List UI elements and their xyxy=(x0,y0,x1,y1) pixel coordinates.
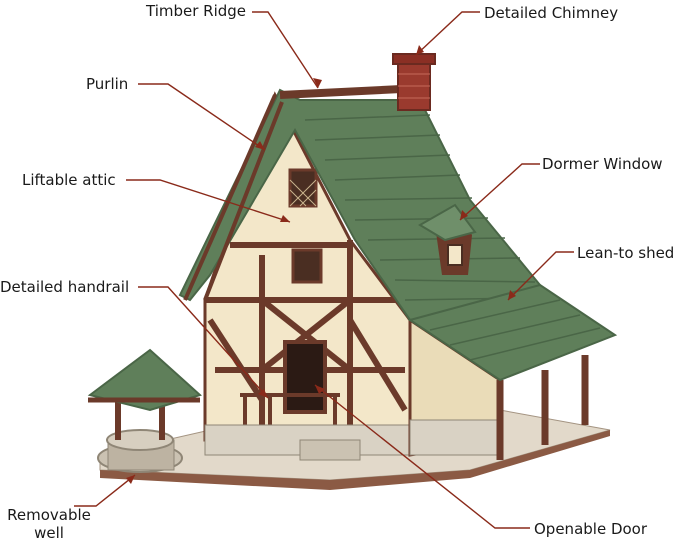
well-top xyxy=(106,429,174,451)
label-removable-well: Removable well xyxy=(0,506,104,542)
purlins xyxy=(183,94,284,301)
base-floor-edge xyxy=(100,430,610,490)
attic-window xyxy=(288,168,318,208)
label-removable-well-line1: Removable xyxy=(7,506,91,524)
timber-frame xyxy=(205,240,410,440)
label-detailed-handrail: Detailed handrail xyxy=(0,278,130,296)
dormer-window xyxy=(447,244,463,266)
chimney-cap xyxy=(392,53,436,65)
label-timber-ridge: Timber Ridge xyxy=(146,2,247,20)
handrail xyxy=(240,393,340,430)
leader-detailed-chimney xyxy=(415,11,480,56)
attic-lattice xyxy=(289,179,317,207)
leader-lean-to-shed xyxy=(507,251,574,301)
label-lean-to-shed: Lean-to shed xyxy=(577,244,675,262)
door-opening xyxy=(283,340,327,414)
label-dormer-window: Dormer Window xyxy=(542,155,663,173)
leader-lines xyxy=(74,11,574,529)
label-liftable-attic: Liftable attic xyxy=(22,171,116,189)
upper-window xyxy=(291,248,323,284)
lean-to-posts xyxy=(496,355,589,460)
leader-liftable-attic xyxy=(126,179,291,223)
lean-to-shingles xyxy=(429,299,601,361)
leader-detailed-handrail xyxy=(138,286,269,399)
chimney-bricks xyxy=(398,73,430,99)
leader-openable-door xyxy=(314,384,530,529)
leader-purlin xyxy=(138,83,266,151)
leader-dormer-window xyxy=(459,163,540,221)
label-removable-well-line2: well xyxy=(34,524,64,542)
label-detailed-chimney: Detailed Chimney xyxy=(484,4,619,22)
stone-steps xyxy=(299,439,361,461)
well-roof xyxy=(87,348,202,412)
label-purlin: Purlin xyxy=(86,75,129,93)
chimney xyxy=(397,57,431,111)
leader-timber-ridge xyxy=(252,11,319,89)
label-openable-door: Openable Door xyxy=(534,520,648,538)
leader-arrowheads xyxy=(126,45,516,484)
side-foundation xyxy=(409,419,501,456)
leader-removable-well xyxy=(74,474,136,507)
